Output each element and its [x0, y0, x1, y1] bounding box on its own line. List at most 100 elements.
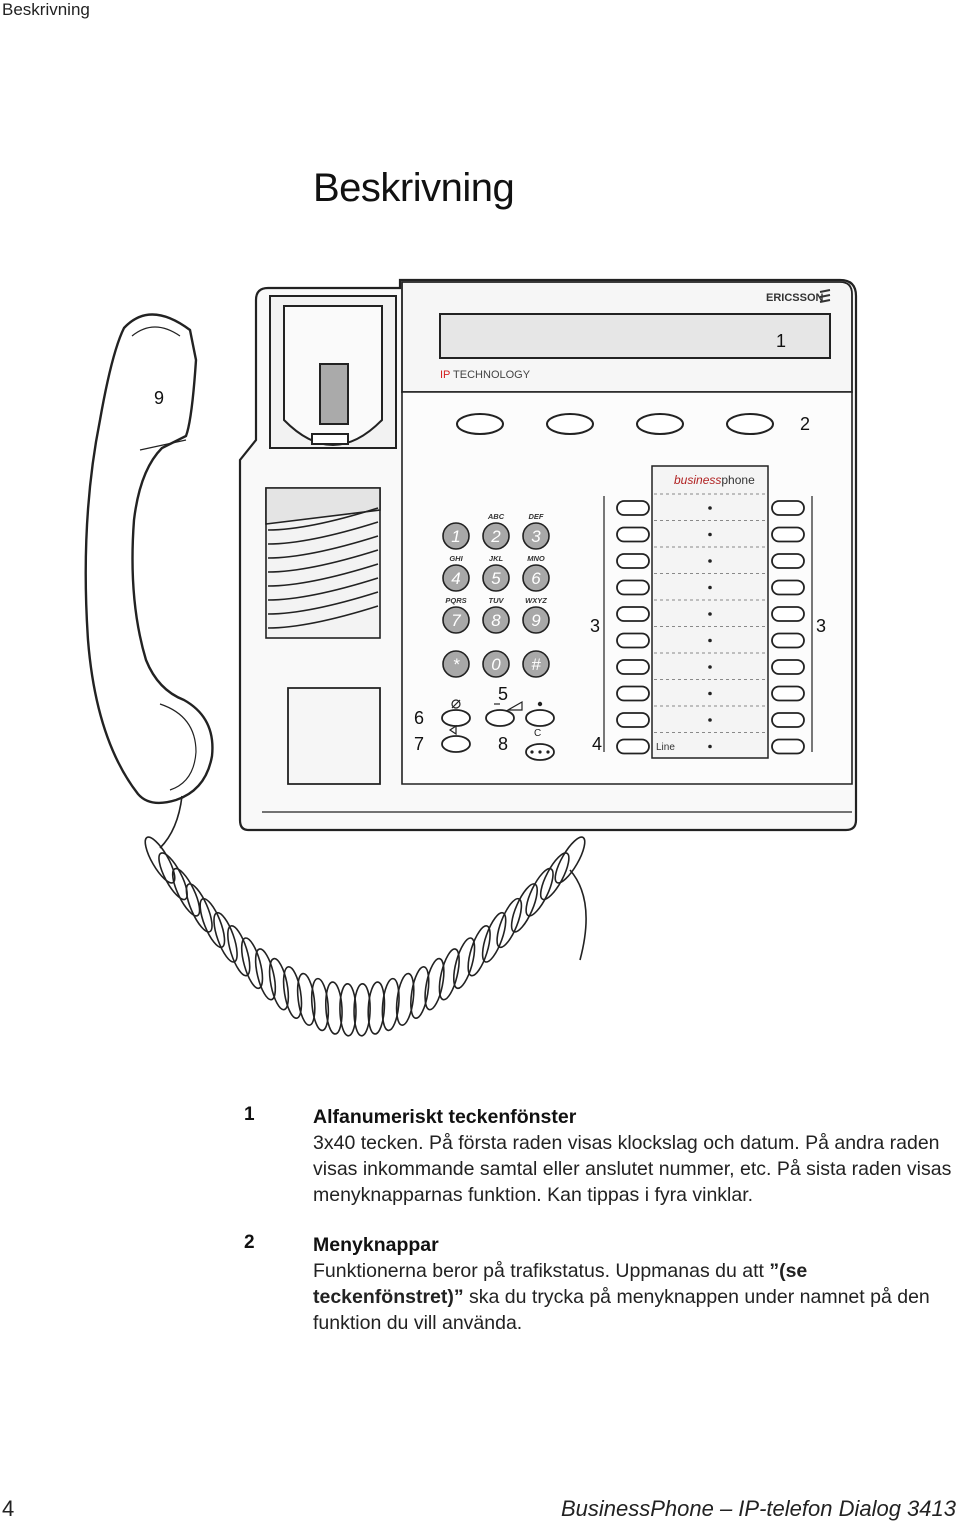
line-key[interactable]	[771, 553, 805, 569]
keypad-digit: *	[453, 655, 461, 674]
legend-item: 1 Alfanumeriskt teckenfönster 3x40 tecke…	[0, 1104, 960, 1208]
line-key[interactable]	[771, 526, 805, 543]
microphone-area	[287, 687, 381, 785]
callout-5: 5	[498, 684, 508, 704]
volume-up-key[interactable]	[525, 709, 555, 727]
line-key[interactable]	[771, 606, 805, 622]
keypad-letters: DEF	[529, 512, 544, 521]
handset-cord	[144, 795, 587, 1037]
led-indicator	[708, 585, 712, 590]
led-indicator	[708, 532, 712, 537]
keypad-digit: 7	[451, 611, 461, 630]
led-indicator	[708, 718, 712, 722]
keypad-key[interactable]: 2 ABC	[482, 512, 510, 550]
hook-switch[interactable]	[319, 363, 349, 425]
keypad-digit: #	[531, 655, 541, 674]
keypad-key[interactable]: 7 PQRS	[442, 596, 470, 634]
line-key[interactable]	[771, 579, 805, 596]
line-keys	[603, 496, 813, 755]
line-key[interactable]	[771, 712, 805, 728]
line-label: Line	[656, 742, 675, 753]
mute-key[interactable]	[441, 709, 471, 727]
keypad-letters: MNO	[527, 554, 545, 563]
callout-6: 6	[414, 708, 424, 728]
menu-key-1[interactable]	[456, 413, 504, 435]
legend-item-text: Funktionerna beror på trafikstatus. Uppm…	[313, 1260, 930, 1334]
line-key[interactable]	[616, 738, 650, 755]
clear-key-label: C	[534, 728, 541, 739]
speaker-key[interactable]	[441, 735, 471, 753]
menu-key-3[interactable]	[636, 413, 684, 435]
handset-cradle	[269, 295, 397, 449]
keypad-digit: 4	[451, 569, 460, 588]
legend-item-number: 1	[244, 1104, 255, 1125]
keypad-letters: ABC	[487, 512, 505, 521]
keypad-key[interactable]: 8 TUV	[482, 596, 510, 634]
keypad-key[interactable]: 0	[482, 650, 510, 678]
legend-item-number: 2	[244, 1232, 255, 1253]
volume-icon	[505, 700, 523, 711]
handset[interactable]	[84, 313, 214, 805]
callout-1: 1	[776, 331, 786, 351]
menu-key-4[interactable]	[726, 413, 774, 435]
line-key[interactable]	[616, 712, 650, 728]
line-key[interactable]	[616, 579, 650, 596]
page-number: 4	[2, 1496, 15, 1521]
line-key[interactable]	[616, 606, 650, 622]
callouts: 1 2 3 3 4 5 6 7 8 9	[154, 331, 826, 754]
keypad-key[interactable]: 4 GHI	[442, 554, 470, 592]
document-title: BusinessPhone – IP-telefon Dialog 3413	[560, 1496, 956, 1521]
ip-technology-label: IP TECHNOLOGY	[440, 369, 531, 381]
line-key[interactable]	[771, 659, 805, 675]
line-key[interactable]	[771, 500, 805, 516]
volume-down-key[interactable]	[485, 709, 515, 727]
card-brand: businessphone	[674, 473, 755, 487]
legend-item-text: 3x40 tecken. På första raden visas klock…	[313, 1132, 952, 1206]
clear-key-dots-icon	[530, 750, 550, 754]
led-indicator	[708, 665, 712, 669]
line-key[interactable]	[616, 632, 650, 649]
function-key-symbols	[448, 699, 543, 736]
legend-item-title: Menyknappar	[313, 1234, 439, 1256]
page-title: Beskrivning	[313, 166, 515, 210]
keypad-letters: PQRS	[445, 596, 466, 605]
callout-7: 7	[414, 734, 424, 754]
line-key[interactable]	[616, 500, 650, 516]
keypad-letters: WXYZ	[525, 596, 547, 605]
callout-3-right: 3	[816, 616, 826, 636]
led-indicator	[708, 638, 712, 643]
keypad-key[interactable]: 1	[442, 522, 470, 550]
keypad-digit: 5	[491, 569, 501, 588]
callout-9: 9	[154, 388, 164, 408]
callout-2: 2	[800, 414, 810, 434]
speaker-grille	[265, 487, 381, 639]
menu-key-2[interactable]	[546, 413, 594, 435]
running-header: Beskrivning	[2, 0, 90, 19]
line-key[interactable]	[616, 685, 650, 702]
keypad-key[interactable]: #	[522, 650, 550, 678]
line-key[interactable]	[616, 526, 650, 543]
ericsson-logo-icon	[819, 289, 831, 303]
keypad-digit: 1	[451, 527, 460, 546]
line-key[interactable]	[771, 685, 805, 702]
keypad-key[interactable]: *	[442, 650, 470, 678]
line-key[interactable]	[771, 632, 805, 649]
menu-keys	[456, 413, 774, 435]
line-key[interactable]	[771, 738, 805, 755]
led-indicator	[708, 744, 712, 749]
keypad-digit: 0	[491, 655, 501, 674]
keypad-digit: 6	[531, 569, 541, 588]
keypad-letters: GHI	[449, 554, 463, 563]
line-key[interactable]	[616, 659, 650, 675]
keypad-digit: 2	[490, 527, 501, 546]
designation-card: businessphone Line	[651, 465, 769, 759]
keypad-letters: TUV	[489, 596, 505, 605]
legend-item-title: Alfanumeriskt teckenfönster	[313, 1106, 577, 1128]
keypad-digit: 8	[491, 611, 501, 630]
line-key[interactable]	[616, 553, 650, 569]
keypad-key[interactable]: 6 MNO	[522, 554, 550, 592]
led-indicator	[708, 559, 712, 563]
